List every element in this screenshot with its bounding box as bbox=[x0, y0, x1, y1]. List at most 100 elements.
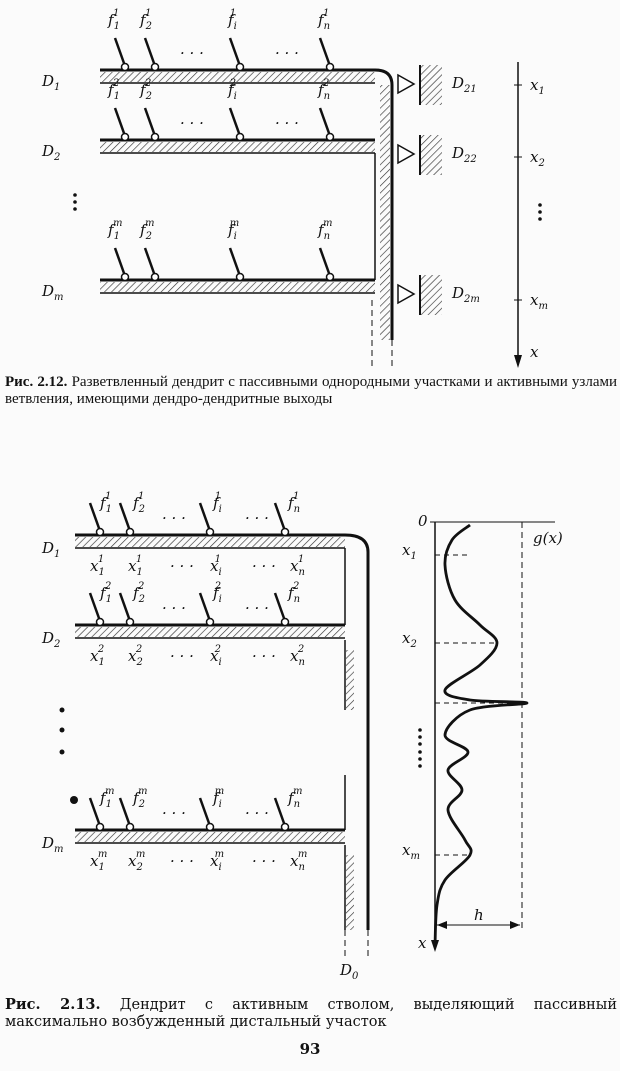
synapse-stalk bbox=[228, 107, 242, 137]
caption-text: Разветвленный дендрит с пассивными однор… bbox=[5, 374, 618, 407]
synapse-stalk bbox=[198, 502, 212, 532]
synapse-stalk bbox=[143, 37, 157, 67]
output-target bbox=[420, 275, 442, 315]
ellipsis-dot bbox=[70, 796, 78, 804]
axis-label: xm bbox=[530, 291, 548, 312]
synapse-label: f2m bbox=[139, 218, 154, 242]
synapse-node bbox=[120, 272, 130, 282]
ellipsis-dot bbox=[418, 757, 422, 761]
output-triangle bbox=[397, 283, 416, 305]
synapse-label: f21 bbox=[132, 491, 145, 515]
tick-label: xm bbox=[402, 841, 420, 862]
synapse-node bbox=[280, 822, 290, 832]
segment-label: xi2 bbox=[210, 644, 222, 668]
caption-number: Рис. 2.13. bbox=[5, 996, 101, 1013]
synapse-label: f1m bbox=[107, 218, 122, 242]
synapse-stalk bbox=[118, 502, 132, 532]
synapse-node bbox=[205, 527, 215, 537]
arrow-head bbox=[437, 921, 447, 929]
caption-text: Дендрит с активным стволом, выделяющий п… bbox=[5, 997, 617, 1030]
synapse-label: f22 bbox=[132, 581, 145, 605]
segment-label: x2m bbox=[128, 849, 145, 873]
synapse-label: f12 bbox=[99, 581, 112, 605]
synapse-label: fnm bbox=[317, 218, 333, 242]
ellipsis: · · · bbox=[252, 647, 276, 665]
synapse-label: fn1 bbox=[317, 8, 330, 32]
page-number: 93 bbox=[299, 1040, 321, 1058]
output-triangle bbox=[397, 143, 416, 165]
synapse-node bbox=[235, 272, 245, 282]
ellipsis: · · · bbox=[162, 599, 186, 617]
ellipsis: · · · bbox=[180, 44, 204, 62]
ellipsis: · · · bbox=[275, 114, 299, 132]
trunk bbox=[344, 533, 370, 930]
synapse-stalk bbox=[118, 797, 132, 827]
synapse-stalk bbox=[88, 797, 102, 827]
ellipsis-dot bbox=[418, 742, 422, 746]
synapse-label: fi1 bbox=[227, 8, 237, 32]
synapse-stalk bbox=[198, 797, 212, 827]
branch-hatch bbox=[100, 282, 375, 292]
synapse-label: fi2 bbox=[227, 78, 237, 102]
ellipsis: · · · bbox=[245, 509, 269, 527]
branch-label: Dm bbox=[41, 282, 64, 303]
axis-label: x bbox=[530, 343, 539, 361]
segment-label: xn2 bbox=[290, 644, 305, 668]
synapse-node bbox=[280, 617, 290, 627]
ellipsis: · · · bbox=[162, 804, 186, 822]
synapse-label: fim bbox=[227, 218, 239, 242]
synapse-node bbox=[205, 822, 215, 832]
synapse-stalk bbox=[113, 247, 127, 277]
synapse-node bbox=[235, 132, 245, 142]
synapse-label: f12 bbox=[107, 78, 120, 102]
ellipsis-dot bbox=[418, 750, 422, 754]
synapse-node bbox=[125, 822, 135, 832]
caption-number: Рис. 2.12. bbox=[5, 374, 68, 390]
ellipsis-dot bbox=[538, 210, 542, 214]
branch-label: D1 bbox=[41, 72, 60, 93]
synapse-node bbox=[120, 132, 130, 142]
synapse-node bbox=[235, 62, 245, 72]
tick-label: x1 bbox=[402, 541, 417, 562]
synapse-node bbox=[150, 272, 160, 282]
trunk-hatch bbox=[346, 650, 354, 710]
synapse-label: f11 bbox=[107, 8, 120, 32]
ellipsis: · · · bbox=[245, 599, 269, 617]
width-label: h bbox=[474, 906, 484, 924]
ellipsis: · · · bbox=[252, 557, 276, 575]
tick-label: x2 bbox=[402, 629, 417, 650]
branch-hatch bbox=[100, 142, 375, 152]
synapse-stalk bbox=[273, 502, 287, 532]
synapse-node bbox=[125, 527, 135, 537]
synapse-node bbox=[150, 132, 160, 142]
synapse-label: fnm bbox=[287, 786, 303, 810]
ellipsis-dot bbox=[538, 203, 542, 207]
output-label: D2m bbox=[451, 284, 480, 305]
segment-label: x11 bbox=[128, 554, 143, 578]
ellipsis-dot bbox=[59, 727, 65, 733]
branch-label: D1 bbox=[41, 539, 60, 560]
ellipsis-dot bbox=[59, 749, 65, 755]
synapse-label: f2m bbox=[132, 786, 147, 810]
arrow-head bbox=[510, 921, 520, 929]
function-label: g(x) bbox=[533, 529, 563, 547]
figure-2-13-caption: Рис. 2.13. Дендрит с активным стволом, в… bbox=[5, 996, 617, 1031]
trunk-hatch bbox=[346, 855, 354, 930]
synapse-label: fn2 bbox=[287, 581, 300, 605]
ellipsis: · · · bbox=[162, 509, 186, 527]
synapse-node bbox=[325, 272, 335, 282]
synapse-stalk bbox=[318, 107, 332, 137]
synapse-node bbox=[95, 527, 105, 537]
ellipsis-dot bbox=[73, 207, 77, 211]
synapse-stalk bbox=[198, 592, 212, 622]
synapse-node bbox=[120, 62, 130, 72]
ellipsis: · · · bbox=[170, 557, 194, 575]
synapse-node bbox=[150, 62, 160, 72]
axis-label: x bbox=[418, 934, 427, 952]
synapse-stalk bbox=[318, 247, 332, 277]
output-label: D21 bbox=[451, 74, 477, 95]
synapse-stalk bbox=[318, 37, 332, 67]
